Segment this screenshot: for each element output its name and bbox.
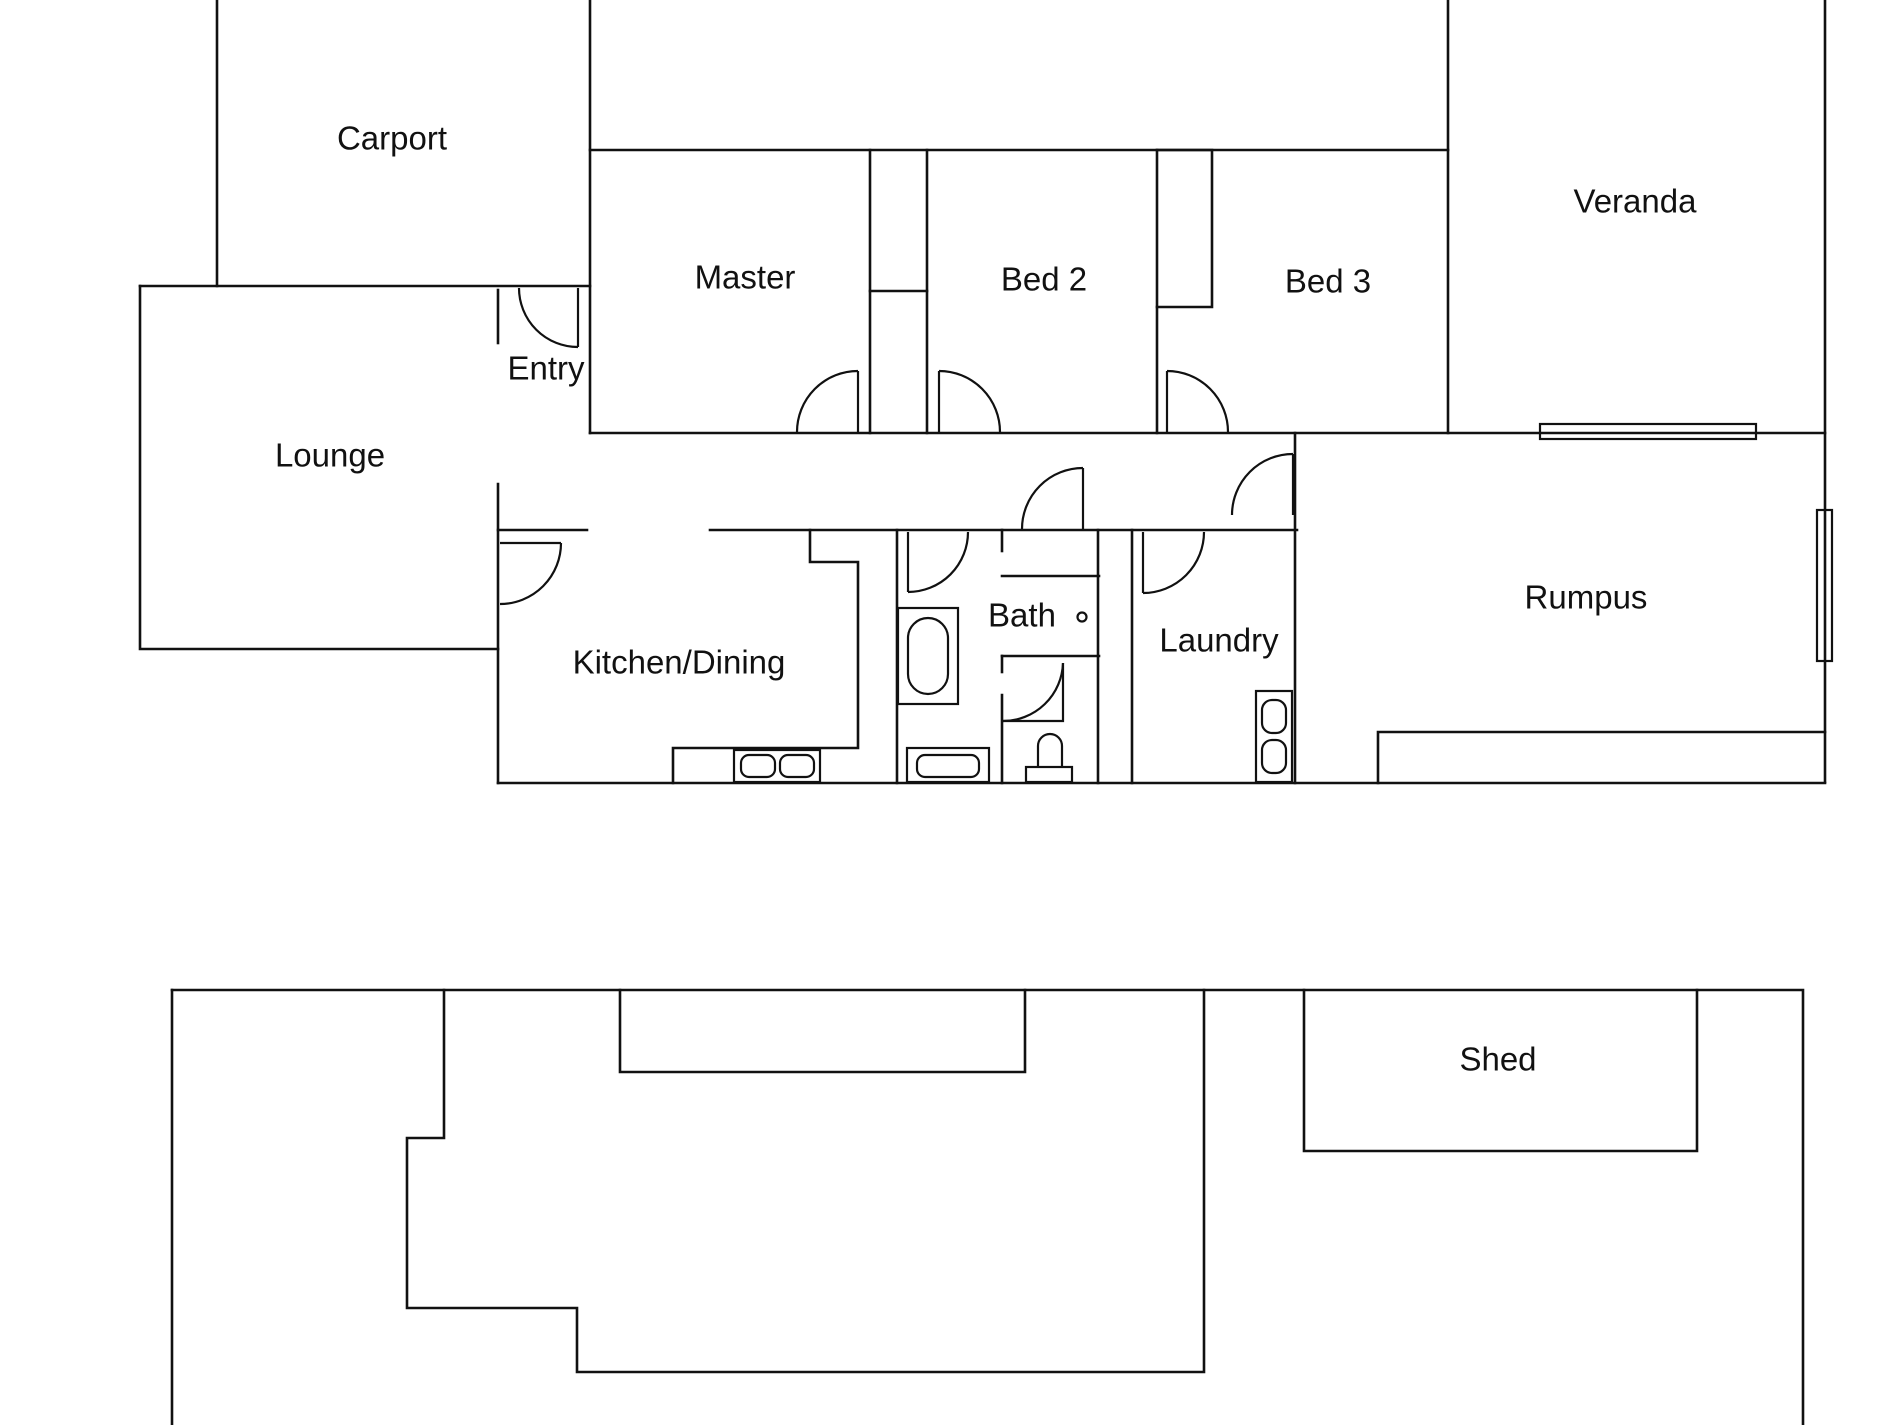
label-kitchen-dining: Kitchen/Dining	[573, 644, 786, 681]
hall-walls	[496, 431, 1299, 785]
door-kitchen	[499, 541, 563, 606]
door-bed2	[937, 369, 1002, 433]
label-lounge: Lounge	[275, 437, 385, 474]
door-bed3	[1165, 369, 1230, 433]
lounge-walls	[138, 284, 592, 785]
label-carport: Carport	[337, 120, 447, 157]
label-entry: Entry	[507, 350, 585, 387]
bath-vanity-icon	[905, 746, 991, 784]
door-toilet	[1002, 662, 1065, 723]
laundry-tub-icon	[1254, 689, 1294, 784]
label-veranda: Veranda	[1574, 183, 1698, 220]
door-hall-cupboard	[1020, 466, 1085, 530]
upper-outline	[588, 0, 1827, 784]
door-rumpus	[1230, 452, 1295, 516]
carport-walls	[215, 0, 592, 435]
shed-outline	[1302, 988, 1699, 1153]
door-master	[795, 369, 860, 433]
bathtub-icon	[896, 606, 960, 706]
label-shed: Shed	[1459, 1041, 1536, 1078]
bedroom-walls	[868, 148, 1214, 435]
label-rumpus: Rumpus	[1525, 579, 1648, 616]
shower-icon	[1076, 611, 1088, 623]
door-laundry	[1141, 531, 1206, 595]
door-bath	[906, 531, 970, 594]
yard-boundary	[170, 988, 1805, 1425]
slab-outline	[405, 988, 1206, 1374]
toilet-icon	[1024, 732, 1074, 784]
bath-walls	[895, 528, 1134, 785]
veranda-window	[1538, 422, 1758, 441]
label-laundry: Laundry	[1159, 622, 1279, 659]
label-master: Master	[695, 259, 796, 296]
door-entry	[517, 287, 580, 349]
rumpus-fixtures	[1376, 508, 1834, 785]
kitchen-sink-icon	[732, 748, 822, 784]
label-bed-3: Bed 3	[1285, 263, 1371, 300]
label-bed-2: Bed 2	[1001, 261, 1087, 298]
label-bath: Bath	[988, 597, 1056, 634]
kitchen-walls	[496, 528, 1827, 785]
